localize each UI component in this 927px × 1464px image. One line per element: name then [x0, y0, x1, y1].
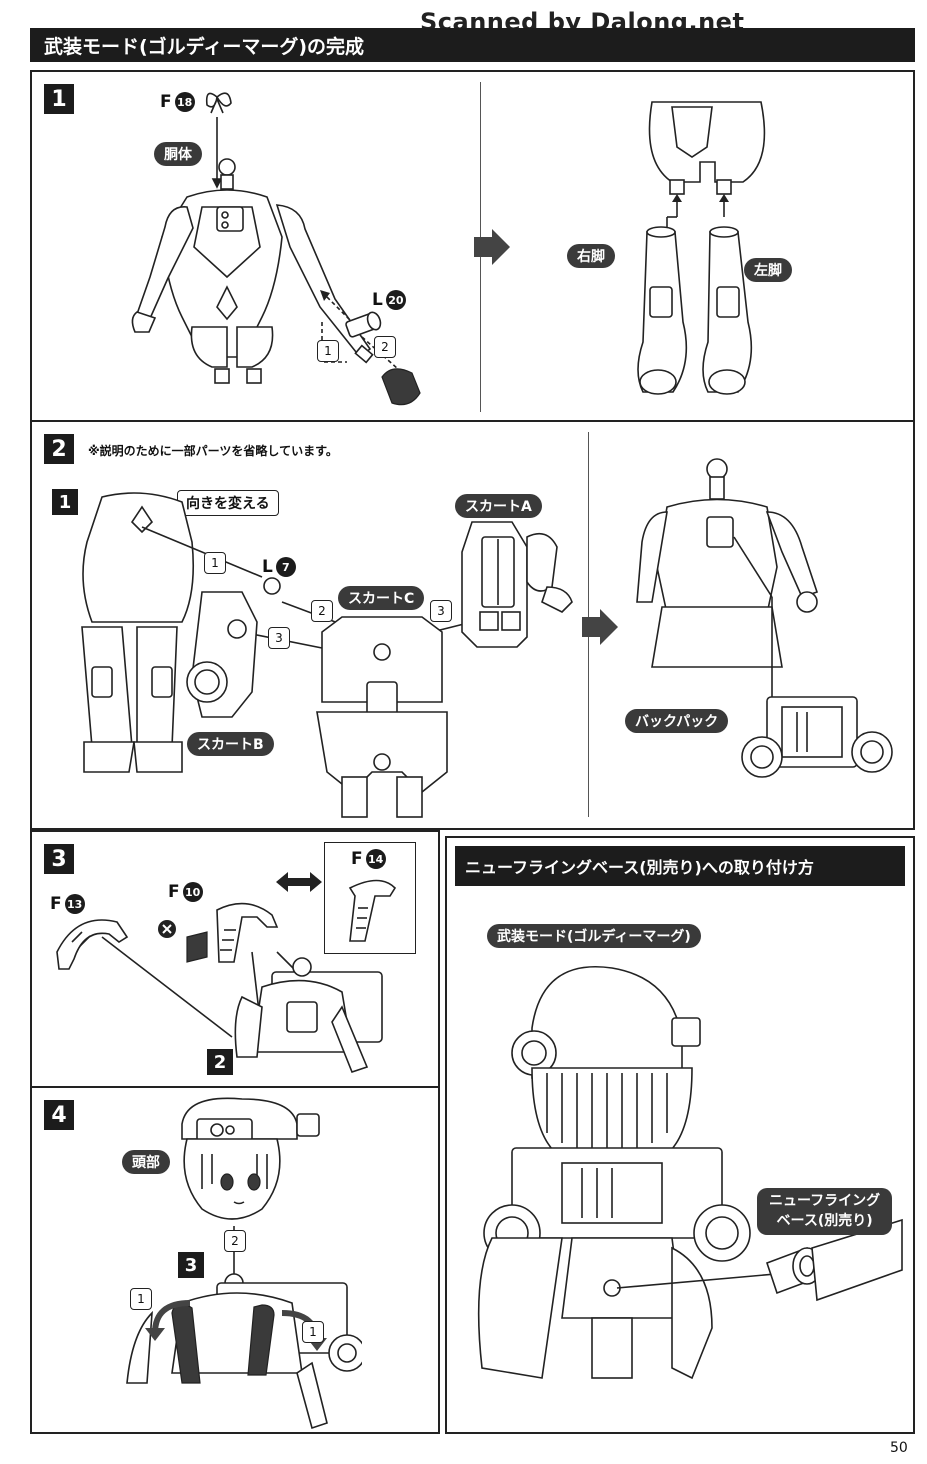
part-number-badge: 14 [365, 849, 386, 869]
part-f10-illustration [216, 902, 279, 963]
skirt-a-illustration [461, 521, 573, 648]
part-f13-illustration [56, 919, 129, 970]
section-title-bar: 武装モード(ゴルディーマーグ)の完成 [30, 28, 915, 62]
next-arrow [582, 609, 618, 645]
order-marker-2: 2 [374, 336, 396, 358]
head-illustration [181, 1097, 320, 1220]
backpack-label: バックパック [625, 709, 729, 733]
page-number: 50 [890, 1440, 908, 1456]
step3-number: 3 [44, 844, 74, 874]
order-marker-1a: 1 [130, 1288, 152, 1310]
head-label: 頭部 [122, 1150, 170, 1174]
change-direction-callout: 向きを変える [177, 490, 279, 516]
joint-parts-illustration [320, 290, 421, 406]
completed-body-backpack-illustration [636, 458, 893, 778]
swap-arrow-icon [276, 872, 322, 892]
armed-mode-back-illustration [477, 966, 751, 1380]
flying-base-title-bar: ニューフライングベース(別売り)への取り付け方 [455, 846, 905, 886]
order-marker-1: 1 [317, 340, 339, 362]
flying-base-label-line1: ニューフライング [769, 1193, 881, 1209]
skirt-b-label: スカートB [187, 732, 274, 756]
next-arrow [474, 229, 510, 265]
right-leg-label: 右脚 [567, 244, 615, 268]
step3-body-illustration [234, 957, 383, 1073]
cut-off-marker-icon [158, 920, 176, 938]
order-marker-1: 1 [204, 552, 226, 574]
step2-number: 2 [44, 434, 74, 464]
flying-base-label-line2: ベース(別売り) [776, 1212, 873, 1229]
rear-body-illustration [81, 492, 194, 773]
skirt-c-illustration [316, 616, 448, 818]
skirt-a-label: スカートA [455, 494, 542, 518]
removed-part-illustration [186, 931, 208, 963]
section-title: 武装モード(ゴルディーマーグ)の完成 [44, 35, 365, 58]
skirt-c-label: スカートC [338, 586, 425, 610]
order-marker-1b: 1 [302, 1321, 324, 1343]
step2-note: ※説明のために一部パーツを省略しています。 [88, 444, 338, 458]
order-marker-2: 2 [224, 1230, 246, 1252]
step4-reference-number: 3 [178, 1252, 204, 1278]
part-number-badge: 20 [385, 290, 406, 310]
order-marker-3a: 3 [268, 627, 290, 649]
left-leg-label: 左脚 [744, 258, 792, 282]
flying-base-label: ニューフライング ベース(別売り) [757, 1188, 893, 1236]
skirt-b-illustration [186, 591, 258, 718]
torso-illustration [131, 92, 374, 384]
step4-number: 4 [44, 1100, 74, 1130]
order-marker-3b: 3 [430, 600, 452, 622]
legs-illustration [637, 101, 766, 395]
flying-base-title: ニューフライングベース(別売り)への取り付け方 [465, 858, 814, 877]
flying-base-arm-illustration [616, 1218, 903, 1302]
step4-panel: 4 頭部 2 3 1 1 [30, 1086, 440, 1434]
flying-base-panel: ニューフライングベース(別売り)への取り付け方 武装モード(ゴルディーマーグ) [445, 836, 915, 1434]
part-number-badge: 18 [174, 92, 195, 112]
step2-substep-number: 1 [52, 489, 78, 515]
part-l7-peg [263, 577, 281, 595]
part-number-badge: 7 [275, 557, 296, 577]
torso-label: 胴体 [154, 142, 202, 166]
step3-reference-number: 2 [207, 1049, 233, 1075]
rotate-arrow-left-icon [145, 1300, 191, 1341]
step1-number: 1 [44, 84, 74, 114]
part-number-badge: 13 [64, 894, 85, 914]
order-marker-2: 2 [311, 600, 333, 622]
armed-mode-label: 武装モード(ゴルディーマーグ) [487, 924, 701, 948]
part-number-badge: 10 [182, 882, 203, 902]
part-f14-illustration [348, 879, 397, 942]
